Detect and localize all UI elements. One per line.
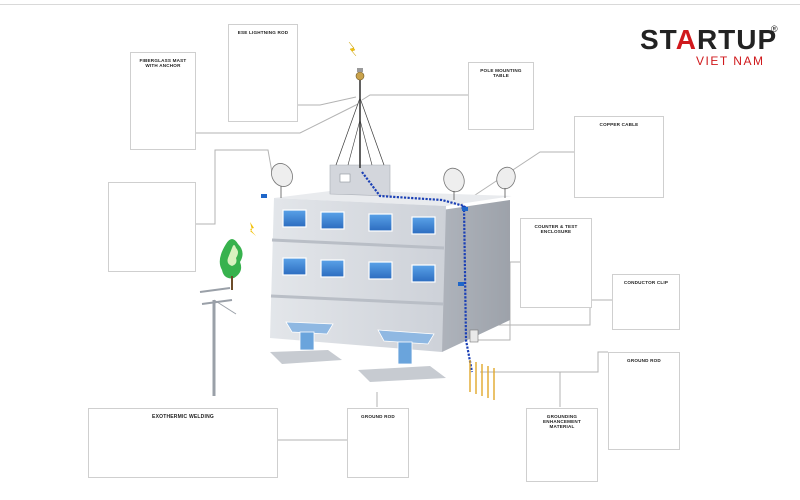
box-mast: FIBERGLASS MAST WITH ANCHOR (130, 52, 196, 150)
label-enhancement: GROUNDING ENHANCEMENT MATERIAL (543, 414, 581, 430)
satellite-dishes (271, 163, 516, 200)
box-ground-rod: GROUND ROD (347, 408, 409, 478)
connector-pole-table (361, 94, 468, 101)
wall-fixtures (261, 194, 468, 286)
top-divider (0, 4, 800, 5)
label-ese-rod: ESE LIGHTNING ROD (237, 30, 289, 35)
box-copper-cable: COPPER CABLE (574, 116, 664, 198)
box-pole-table: POLE MOUNTING TABLE (468, 62, 534, 130)
label-copper-rods: GROUND ROD (627, 358, 661, 363)
connector-wires (194, 149, 274, 225)
label-counter: COUNTER & TEST ENCLOSURE (534, 224, 578, 235)
box-copper-rods: GROUND ROD (608, 352, 680, 450)
connector-enhancement (480, 371, 561, 407)
box-exothermic: EXOTHERMIC WELDING (88, 408, 278, 478)
ground-rods-yellow (469, 360, 495, 400)
connector-copper-cable (459, 151, 574, 206)
label-ground-rod: GROUND ROD (361, 414, 395, 419)
label-copper-cable: COPPER CABLE (599, 122, 639, 127)
utility-pole (199, 287, 237, 396)
connector-mast (194, 103, 359, 134)
logo-subtitle: VIET NAM (696, 54, 765, 68)
label-clip: CONDUCTOR CLIP (623, 280, 669, 285)
startup-logo: STARTUP ® VIET NAM (640, 24, 790, 70)
box-wires-clamps (108, 182, 196, 272)
label-pole-table: POLE MOUNTING TABLE (480, 68, 522, 79)
connector-ese-rod (295, 71, 357, 106)
label-mast: FIBERGLASS MAST WITH ANCHOR (139, 58, 187, 69)
connector-ground-rod-copper (492, 351, 608, 373)
box-enhancement: GROUNDING ENHANCEMENT MATERIAL (526, 408, 598, 482)
building (270, 164, 512, 382)
connector-clip (478, 299, 612, 326)
box-clip: CONDUCTOR CLIP (612, 274, 680, 330)
box-counter: COUNTER & TEST ENCLOSURE (520, 218, 592, 308)
test-box (469, 329, 479, 343)
tree-lightning (219, 222, 256, 290)
label-exothermic: EXOTHERMIC WELDING (152, 414, 214, 420)
box-ese-rod: ESE LIGHTNING ROD (228, 24, 298, 122)
rooftop-mast (335, 41, 385, 168)
logo-wordmark: STARTUP (640, 24, 778, 55)
logo-registered-mark: ® (771, 24, 778, 34)
